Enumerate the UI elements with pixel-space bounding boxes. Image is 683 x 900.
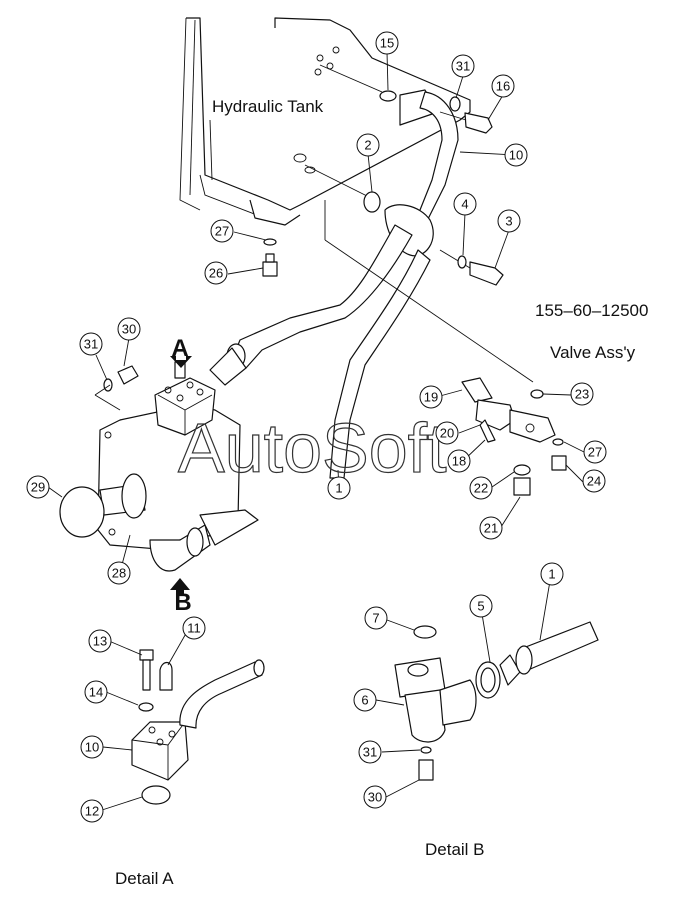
callout: 13 [88, 629, 112, 653]
svg-text:30: 30 [368, 790, 382, 805]
svg-text:10: 10 [509, 148, 523, 163]
svg-text:4: 4 [461, 197, 468, 212]
svg-text:16: 16 [496, 79, 510, 94]
callout: 26 [204, 261, 228, 285]
callout: 3 [497, 209, 521, 233]
upper-pipe [209, 89, 459, 479]
svg-text:21: 21 [484, 521, 498, 536]
svg-text:24: 24 [587, 474, 601, 489]
callout: 12 [80, 799, 104, 823]
svg-text:13: 13 [93, 634, 107, 649]
svg-text:18: 18 [452, 454, 466, 469]
svg-text:20: 20 [440, 426, 454, 441]
callout: 31 [79, 332, 103, 356]
callout: 1 [327, 476, 351, 500]
bolt-30 [117, 365, 139, 385]
svg-text:14: 14 [89, 685, 103, 700]
washer-31 [103, 378, 113, 392]
callout: 31 [451, 54, 475, 78]
callout: 30 [363, 785, 387, 809]
callout: 29 [26, 475, 50, 499]
washer-27 [263, 238, 277, 246]
svg-text:10: 10 [85, 740, 99, 755]
svg-text:5: 5 [477, 599, 484, 614]
callout: 4 [453, 192, 477, 216]
callout: 19 [419, 385, 443, 409]
svg-text:23: 23 [575, 387, 589, 402]
svg-text:27: 27 [588, 445, 602, 460]
svg-text:15: 15 [380, 36, 394, 51]
bolt-16 [439, 111, 493, 134]
callout: 27 [583, 440, 607, 464]
bolt-24 [551, 455, 567, 471]
callout: 14 [84, 680, 108, 704]
leader-line [324, 239, 534, 383]
svg-text:28: 28 [112, 566, 126, 581]
leader-lines [47, 51, 585, 811]
pump-assembly [97, 361, 259, 572]
callout: 6 [353, 688, 377, 712]
svg-text:11: 11 [187, 621, 201, 636]
arrow-b [170, 578, 190, 594]
callout: 11 [182, 616, 206, 640]
callout: 16 [491, 74, 515, 98]
callout: 30 [117, 317, 141, 341]
callout: 27 [210, 219, 234, 243]
bolt-26 [262, 261, 278, 277]
o-ring-29 [59, 486, 105, 538]
callout: 10 [504, 143, 528, 167]
svg-text:29: 29 [31, 480, 45, 495]
callout: 5 [469, 594, 493, 618]
detail-a-drawing [131, 649, 265, 805]
part-number-label: 155–60–12500 [535, 301, 648, 320]
hydraulic-tank [179, 17, 471, 226]
bolt-3 [439, 249, 504, 286]
detail-b-drawing [394, 621, 599, 781]
svg-text:26: 26 [209, 266, 223, 281]
svg-text:12: 12 [85, 804, 99, 819]
callout: 15 [375, 31, 399, 55]
watermark: AutoSoft [178, 409, 447, 487]
svg-text:27: 27 [215, 224, 229, 239]
detail-a-label: Detail A [115, 869, 174, 888]
svg-text:2: 2 [364, 138, 371, 153]
callout: 23 [570, 382, 594, 406]
callout: 10 [80, 735, 104, 759]
svg-text:30: 30 [122, 322, 136, 337]
plug-21 [513, 477, 531, 496]
washer-31-top [449, 96, 461, 112]
callout: 21 [479, 516, 503, 540]
callouts: 15 31 16 2 10 4 3 27 26 31 30 1 23 19 20… [26, 31, 607, 823]
view-b-label: B [174, 589, 191, 616]
svg-text:19: 19 [424, 390, 438, 405]
svg-text:1: 1 [335, 481, 342, 496]
svg-text:22: 22 [474, 481, 488, 496]
svg-text:3: 3 [505, 214, 512, 229]
washer-22 [513, 464, 531, 476]
callout: 20 [435, 421, 459, 445]
view-a-label: A [171, 335, 188, 362]
callout: 24 [582, 469, 606, 493]
callout: 18 [447, 449, 471, 473]
svg-text:31: 31 [456, 59, 470, 74]
o-ring-23 [530, 389, 544, 399]
svg-text:31: 31 [363, 745, 377, 760]
svg-text:1: 1 [548, 567, 555, 582]
arrow-a [170, 356, 192, 368]
svg-text:31: 31 [84, 337, 98, 352]
hydraulic-tank-label: Hydraulic Tank [212, 97, 324, 116]
svg-text:6: 6 [361, 693, 368, 708]
callout: 31 [358, 740, 382, 764]
svg-text:7: 7 [372, 611, 379, 626]
callout: 2 [356, 133, 380, 157]
callout: 1 [540, 562, 564, 586]
callout: 28 [107, 561, 131, 585]
callout: 7 [364, 606, 388, 630]
callout: 22 [469, 476, 493, 500]
valve-assy-label: Valve Ass'y [550, 343, 636, 362]
valve-assembly [461, 377, 567, 496]
detail-b-label: Detail B [425, 840, 485, 859]
